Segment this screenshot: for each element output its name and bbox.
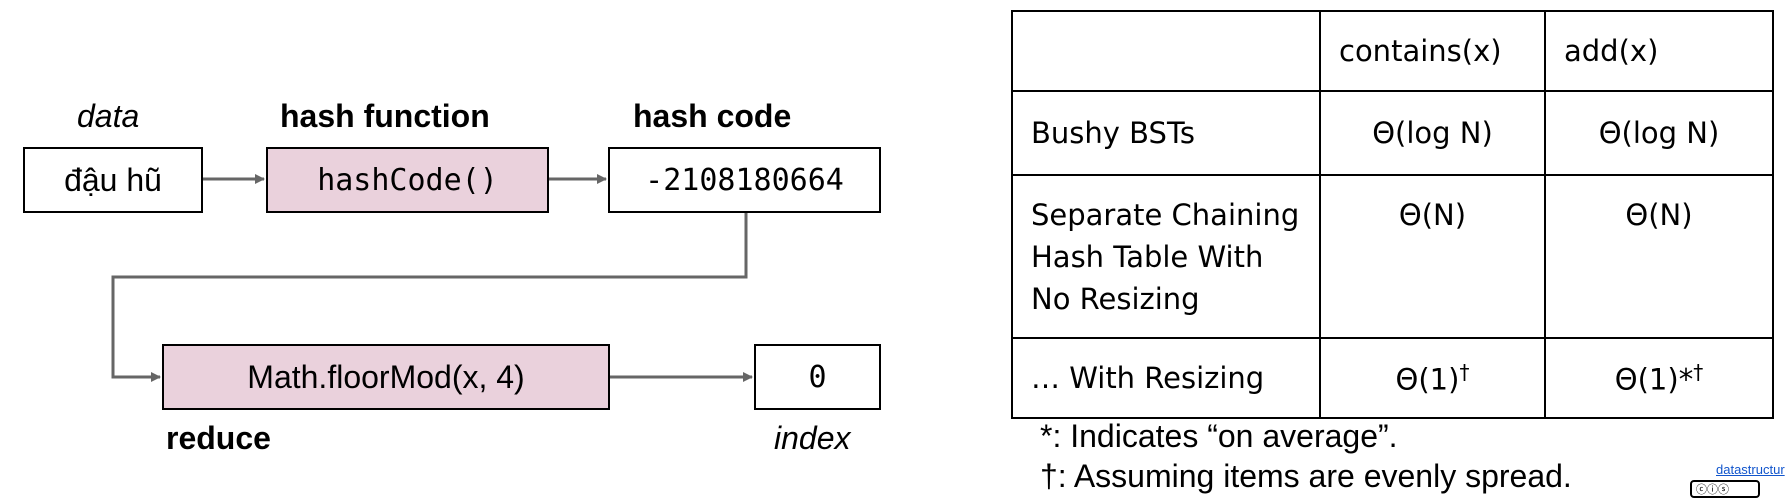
- label-index: index: [774, 420, 851, 456]
- footnote-spread: †: Assuming items are evenly spread.: [1040, 458, 1572, 494]
- header-cell-add: add(x): [1544, 10, 1774, 92]
- table-row: Bushy BSTs Θ(log N) Θ(log N): [1011, 90, 1774, 176]
- cell-add: Θ(N): [1544, 174, 1774, 339]
- arrow-code-to-reduce: [111, 212, 748, 382]
- index-box: 0: [754, 344, 881, 410]
- table-row: Separate Chaining Hash Table With No Res…: [1011, 174, 1774, 339]
- row-name-line: Separate Chaining: [1031, 198, 1300, 232]
- hash-code-box: -2108180664: [608, 147, 881, 213]
- label-reduce: reduce: [166, 420, 271, 456]
- reduce-function-box: Math.floorMod(x, 4): [162, 344, 610, 410]
- flow-arrows: [111, 174, 753, 382]
- table-header-row: contains(x) add(x): [1011, 10, 1774, 92]
- label-hash-function: hash function: [280, 98, 490, 134]
- cell-contains: Θ(1)†: [1319, 337, 1546, 419]
- row-name-line: Hash Table With: [1031, 240, 1264, 274]
- cc-license-badge-icon: ⓒⓘⓢ: [1690, 480, 1760, 498]
- row-name-line: No Resizing: [1031, 282, 1200, 316]
- complexity-table: contains(x) add(x) Bushy BSTs Θ(log N) Θ…: [1011, 10, 1774, 419]
- label-hash-code: hash code: [633, 98, 792, 134]
- label-data: data: [77, 98, 140, 134]
- dagger-mark: †: [1459, 359, 1470, 384]
- row-name: … With Resizing: [1011, 337, 1321, 419]
- row-name: Separate Chaining Hash Table With No Res…: [1011, 174, 1321, 339]
- cell-contains: Θ(N): [1319, 174, 1546, 339]
- header-cell-contains: contains(x): [1319, 10, 1546, 92]
- credit-link[interactable]: datastructur: [1716, 462, 1785, 477]
- cell-value: Θ(1): [1395, 362, 1460, 397]
- cell-contains: Θ(log N): [1319, 90, 1546, 176]
- cell-add: Θ(log N): [1544, 90, 1774, 176]
- cell-value: Θ(1)*: [1614, 362, 1694, 397]
- dagger-mark: †: [1693, 359, 1704, 384]
- table-row: … With Resizing Θ(1)† Θ(1)*†: [1011, 337, 1774, 419]
- cell-add: Θ(1)*†: [1544, 337, 1774, 419]
- row-name: Bushy BSTs: [1011, 90, 1321, 176]
- header-cell-empty: [1011, 10, 1321, 92]
- input-data-box: đậu hũ: [23, 147, 203, 213]
- hash-function-box: hashCode(): [266, 147, 549, 213]
- footnote-average: *: Indicates “on average”.: [1040, 418, 1398, 454]
